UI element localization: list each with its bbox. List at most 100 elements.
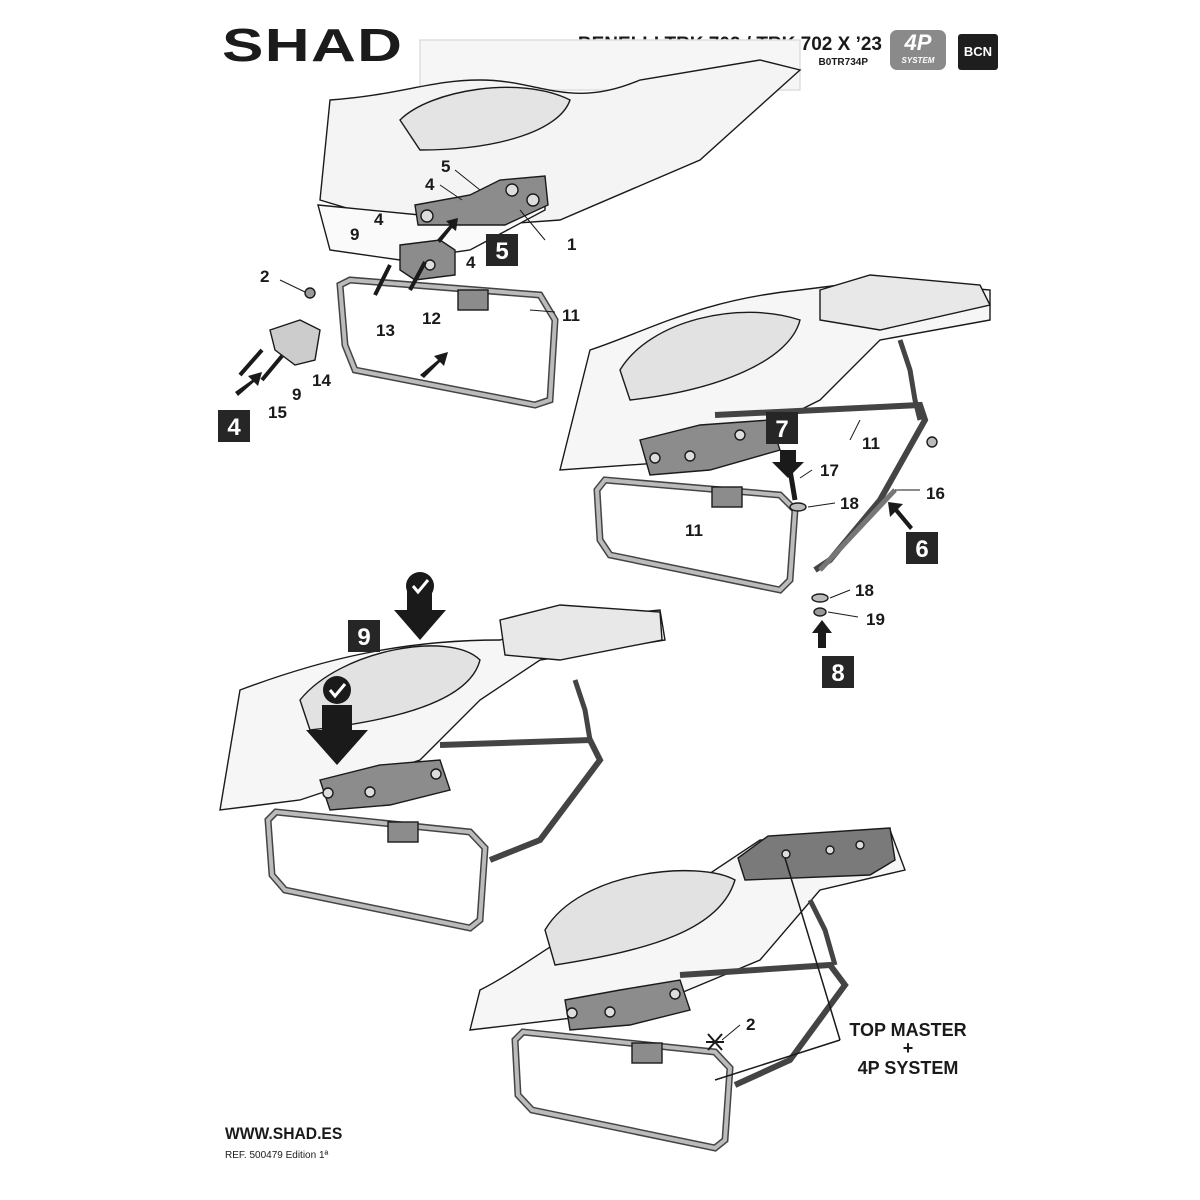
step-box-8: 8 [822,656,854,688]
part-number: 16 [926,484,945,503]
panel-step-9 [219,604,666,932]
part-number: 11 [862,434,880,453]
step-box-5: 5 [486,234,518,266]
part-number: 12 [422,309,441,328]
bolt-hole [430,768,442,780]
bolt-hole [505,183,519,197]
bolt-hole [566,1007,578,1019]
callout-line [714,1039,841,1081]
bolt-part-15 [238,348,264,377]
part-number: 11 [562,306,580,325]
4p-system-badge: 4P SYSTEM [890,30,946,70]
part-number: 17 [820,461,839,480]
step-number: 4 [227,414,241,441]
step-box-6: 6 [906,532,938,564]
washer-part-18 [789,502,807,512]
bolt-hole [649,452,661,464]
check-icon [323,676,351,704]
nut-part-19 [813,607,827,617]
part-number: 2 [746,1015,755,1034]
side-frame-part-11-highlight [337,277,558,408]
bolt-hole [734,429,746,441]
step-box-4: 4 [218,410,250,442]
badge-4p-main: 4P [904,30,932,55]
document-reference: REF. 500479 Edition 1ª [225,1150,329,1161]
frame-clamp [387,821,419,843]
part-number: 18 [855,581,874,600]
seat-cushion [399,86,571,151]
rear-frame [679,961,849,1088]
part-number: 13 [376,321,395,340]
bolt-hole [420,209,434,223]
callout-4p-system: 4P SYSTEM [858,1058,959,1078]
part-number: 1 [567,235,576,254]
bolt-part-15 [260,354,284,382]
bolt-hole [669,988,681,1000]
press-down-arrow [306,705,368,765]
bcn-badge: BCN [958,34,998,70]
assembly-arrow [235,372,262,396]
bracket-part-1 [319,759,451,811]
assembly-arrow [812,620,832,648]
luggage-rack [819,274,992,331]
part-number: 18 [840,494,859,513]
step-box-7: 7 [766,412,798,444]
washer-part-18 [811,593,829,603]
assembly-arrow [420,352,448,378]
part-number: 15 [268,403,287,422]
bolt-hole [825,845,835,855]
bolt-hole [684,450,696,462]
side-frame-part-11-highlight [512,1029,733,1151]
check-mark [411,579,430,595]
leader-lines [279,169,920,1041]
bolt-hole [855,840,865,850]
step-box-9: 9 [348,620,380,652]
assembly-arrow [888,502,913,530]
panel-top-master [469,827,906,1152]
shad-logo: SHAD [222,19,404,71]
step-number: 7 [775,416,788,443]
seat-cushion [544,869,736,966]
part-number: 5 [441,157,450,176]
badge-4p-sub: SYSTEM [901,56,935,65]
step-number: 5 [495,238,508,265]
connecting-bar-part-16 [818,488,897,572]
bolt-part-12 [408,261,427,291]
lower-bracket-part-14 [269,319,321,366]
check-mark [328,683,347,699]
step-number: 9 [357,624,370,651]
frame-clamp [711,486,743,508]
bike-rear [219,609,666,811]
step-number: 6 [915,536,928,563]
part-number: 4 [466,253,476,272]
frame-clamp [457,289,489,311]
reference-code: B0TR734P [818,57,868,68]
website-link[interactable]: WWW.SHAD.ES [225,1124,343,1143]
side-frame-part-11-highlight [594,477,798,593]
part-number: 9 [292,385,301,404]
part-number: 14 [312,371,331,390]
bolt-hole [424,259,436,271]
nut-part-2 [304,287,316,299]
side-frame-part-11-highlight [265,809,488,931]
frame-rail [807,898,838,966]
part-number: 2 [260,267,269,286]
callout-top-master: TOP MASTER [849,1020,966,1040]
part-number: 4 [374,210,384,229]
bolt-hole [322,787,334,799]
assembly-arrow [437,218,458,243]
assembly-arrow [772,450,804,478]
panel-step-6-7-8 [559,274,992,617]
luggage-rack [499,604,663,661]
bolt-hole [364,786,376,798]
callout-line [784,857,841,1041]
part-number: 19 [866,610,885,629]
part-number: 4 [425,175,435,194]
top-master-plate [737,827,896,881]
panel-step-4-5 [238,39,802,409]
bolt-part-13 [373,264,392,296]
rear-frame [439,736,604,863]
frame-clamp [631,1042,663,1064]
bracket-part-1 [564,979,691,1031]
